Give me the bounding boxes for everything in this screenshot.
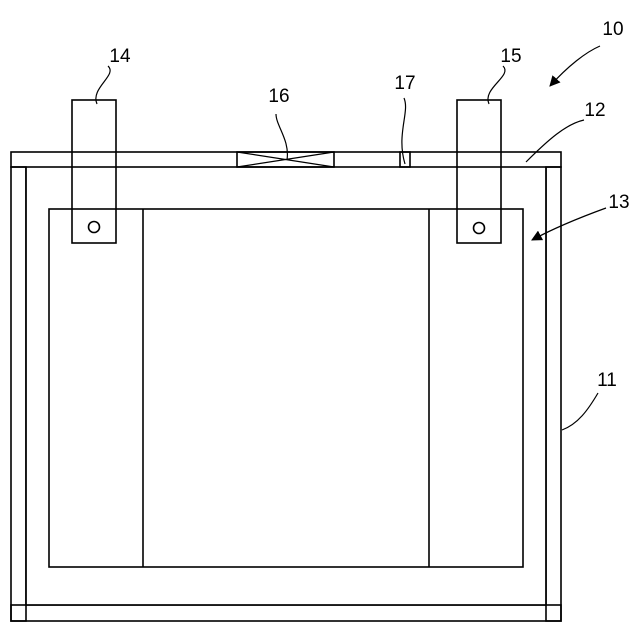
injection-port [400, 152, 410, 167]
leader-port [402, 98, 406, 164]
leader-terminal-left [96, 66, 110, 104]
label-valve: 16 [268, 86, 289, 107]
case-outer-wall [11, 167, 561, 621]
leader-case [562, 393, 598, 430]
leader-device [550, 46, 600, 86]
leader-lid [526, 120, 584, 162]
label-lid: 12 [584, 100, 605, 121]
label-device: 10 [602, 19, 623, 40]
leader-valve [276, 114, 287, 160]
label-electrode-body: 13 [608, 192, 629, 213]
label-terminal-right: 15 [500, 46, 521, 67]
label-terminal-left: 14 [109, 46, 131, 67]
safety-valve [237, 152, 334, 167]
leader-terminal-right [488, 66, 505, 104]
label-case: 11 [597, 370, 617, 391]
label-port: 17 [394, 73, 415, 94]
